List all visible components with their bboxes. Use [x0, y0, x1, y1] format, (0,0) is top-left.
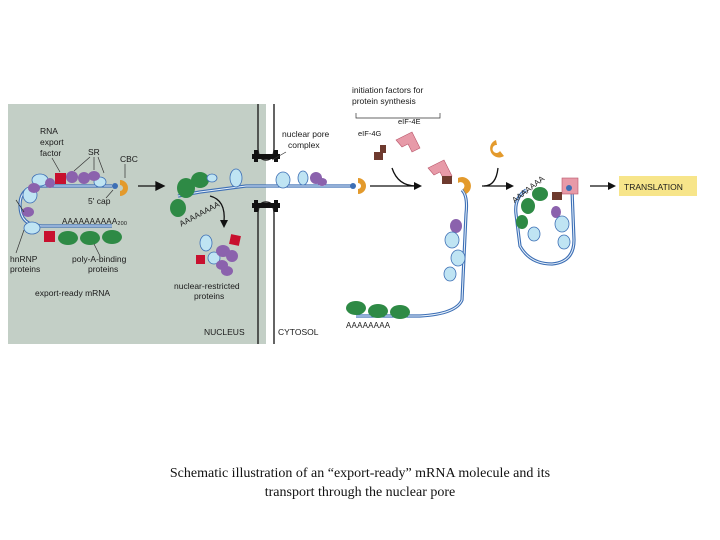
- label-nucleus: NUCLEUS: [204, 327, 245, 337]
- label-export-ready: export-ready mRNA: [35, 288, 110, 298]
- label-polya-cytosol: AAAAAAAA: [346, 321, 391, 330]
- label-pabp-2: proteins: [88, 264, 118, 274]
- translation-box: [619, 176, 697, 196]
- arrow-3: [482, 167, 514, 190]
- label-eif4g: eIF-4G: [358, 129, 382, 138]
- arrow-1: [138, 180, 166, 192]
- label-translation: TRANSLATION: [624, 182, 683, 192]
- label-nuclear-restricted-2: proteins: [194, 291, 224, 301]
- export-ready-mrna: [18, 171, 128, 245]
- nuclear-restricted-proteins: [196, 234, 241, 276]
- label-rna-export-factor-1: RNA: [40, 126, 58, 136]
- label-cbc: CBC: [120, 154, 138, 164]
- label-hnrnp-1: hnRNP: [10, 254, 38, 264]
- eif4e-pink: [395, 131, 421, 153]
- caption-line-1: Schematic illustration of an “export-rea…: [169, 466, 551, 481]
- label-hnrnp-2: proteins: [10, 264, 40, 274]
- label-cytosol: CYTOSOL: [278, 327, 319, 337]
- arrow-release: [209, 195, 228, 228]
- label-rna-export-factor-2: export: [40, 137, 64, 147]
- label-sr: SR: [88, 147, 100, 157]
- circularized-mrna: [514, 177, 579, 266]
- label-initiation-factors-1: initiation factors for: [352, 85, 424, 95]
- label-initiation-factors-2: protein synthesis: [352, 96, 416, 106]
- label-polya-tail: AAAAAAAAAA200: [62, 217, 127, 227]
- label-polya-subscript: 200: [117, 221, 127, 227]
- initiation-bracket: [355, 113, 441, 119]
- label-eif4e: eIF-4E: [398, 117, 421, 126]
- released-cbc: [490, 140, 504, 158]
- nuclear-envelope: [257, 104, 275, 344]
- label-nuclear-pore-1: nuclear pore: [282, 129, 330, 139]
- arrow-4: [590, 182, 616, 190]
- label-nuclear-pore-2: complex: [288, 140, 320, 150]
- label-rna-export-factor-3: factor: [40, 148, 61, 158]
- eif4g-brown: [374, 145, 386, 160]
- label-pabp-1: poly-A-binding: [72, 254, 127, 264]
- figure-caption: Schematic illustration of an “export-rea…: [60, 464, 660, 502]
- mrna-through-pore: [170, 168, 366, 217]
- caption-line-2: transport through the nuclear pore: [264, 485, 456, 500]
- label-nuclear-restricted-1: nuclear-restricted: [174, 281, 240, 291]
- nuclear-pore-complex: [252, 150, 280, 212]
- mrna-cytosol-1: [346, 159, 471, 319]
- arrow-2: [370, 167, 422, 190]
- label-5-cap: 5' cap: [88, 196, 111, 206]
